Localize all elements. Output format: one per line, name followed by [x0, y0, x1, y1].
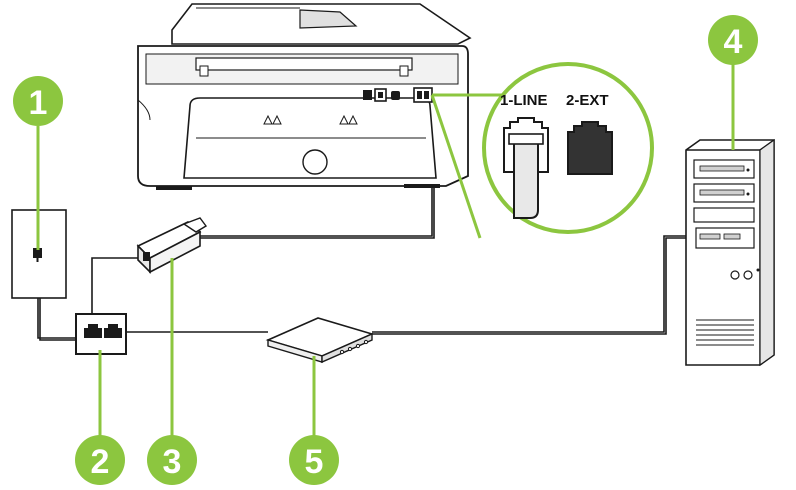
callout-2: 2 — [75, 435, 125, 485]
ext-port — [567, 121, 613, 175]
modem — [265, 317, 375, 364]
printer-rear-view — [137, 3, 472, 190]
svg-text:3: 3 — [163, 443, 182, 481]
svg-text:4: 4 — [724, 23, 743, 61]
cable-splitter-to-filter — [91, 257, 140, 322]
svg-text:2: 2 — [91, 443, 110, 481]
svg-text:5: 5 — [305, 443, 324, 481]
wall-phone-jack — [11, 209, 67, 299]
callout-5: 5 — [289, 435, 339, 485]
cables — [37, 110, 686, 339]
cable-modem-to-computer-2 — [372, 237, 686, 335]
port-label-ext: 2-EXT — [566, 92, 609, 109]
svg-text:1: 1 — [29, 84, 48, 122]
line-port-with-plug — [503, 117, 549, 219]
callout-1: 1 — [13, 76, 63, 126]
computer-tower — [685, 138, 775, 367]
port-label-line: 1-LINE — [500, 92, 548, 109]
cable-modem-to-computer — [372, 235, 686, 333]
callout-leaders — [36, 64, 735, 438]
dsl-adsl-filter — [136, 217, 208, 274]
callout-3: 3 — [147, 435, 197, 485]
callout-4: 4 — [708, 15, 758, 65]
parallel-splitter — [75, 313, 127, 355]
port-zoom-callout: 1-LINE 2-EXT — [430, 62, 654, 239]
